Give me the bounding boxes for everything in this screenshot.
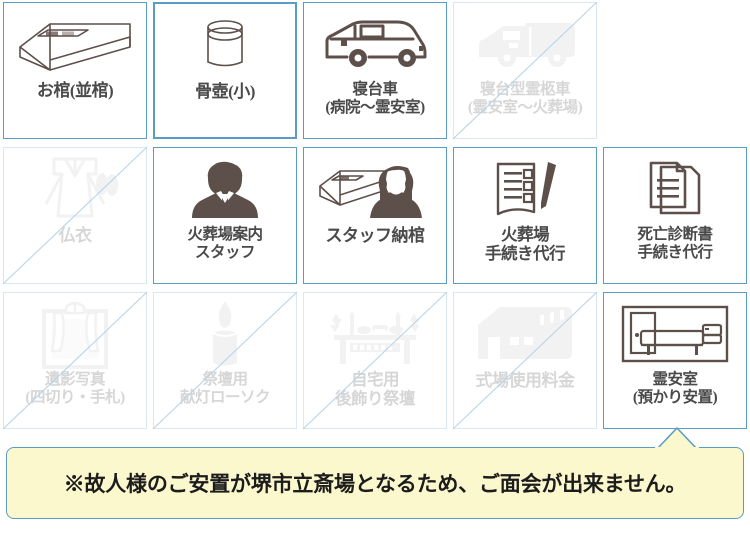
service-cell-hearse-type: 寝台型霊柩車 (霊安室〜火葬場) <box>450 0 600 141</box>
hall-icon <box>454 293 596 371</box>
service-cell-staff-encoffin[interactable]: スタッフ納棺 <box>300 145 450 286</box>
service-cell-death-certificate[interactable]: 死亡診断書 手続き代行 <box>600 145 750 286</box>
service-cell-body: 仏衣 <box>3 147 147 284</box>
service-cell-label: 仏衣 <box>58 226 93 245</box>
service-cell-label: 寝台型霊柩車 (霊安室〜火葬場) <box>467 81 583 116</box>
service-cell-body: 骨壺(小) <box>153 2 297 139</box>
candle-icon <box>154 293 296 371</box>
service-cell-body: 火葬場 手続き代行 <box>453 147 597 284</box>
service-cell-label: 祭壇用 献灯ローソク <box>179 371 271 406</box>
service-cell-label: スタッフ納棺 <box>325 226 426 245</box>
staff-man-icon <box>154 148 296 226</box>
service-grid: お棺(並棺) 骨壺(小) <box>0 0 750 431</box>
coffin-icon <box>4 3 146 81</box>
service-cell-label: 火葬場案内 スタッフ <box>187 226 263 261</box>
service-cell-portrait-photo: 遺影写真 (四切り・手札) <box>0 290 150 431</box>
note-callout-text: ※故人様のご安置が堺市立斎場となるため、ご面会が出来ません。 <box>63 472 687 496</box>
service-cell-label: 寝台車 (病院〜霊安室) <box>325 81 425 116</box>
service-cell-body: 自宅用 後飾り祭壇 <box>303 292 447 429</box>
service-cell-label: お棺(並棺) <box>36 81 114 100</box>
documents-icon <box>604 148 746 226</box>
service-cell-altar-candle: 祭壇用 献灯ローソク <box>150 290 300 431</box>
service-cell-urn-small[interactable]: 骨壺(小) <box>150 0 300 141</box>
altar-icon <box>304 293 446 371</box>
service-cell-body: 遺影写真 (四切り・手札) <box>3 292 147 429</box>
robe-icon <box>4 148 146 226</box>
service-cell-mortuary-room[interactable]: 霊安室 (預かり安置) <box>600 290 750 431</box>
service-cell-body: 式場使用料金 <box>453 292 597 429</box>
note-callout: ※故人様のご安置が堺市立斎場となるため、ご面会が出来ません。 <box>6 447 744 519</box>
service-cell-buddhist-robe: 仏衣 <box>0 145 150 286</box>
service-cell-body: 死亡診断書 手続き代行 <box>603 147 747 284</box>
service-cell-label: 霊安室 (預かり安置) <box>632 371 718 406</box>
service-cell-body: スタッフ納棺 <box>303 147 447 284</box>
service-cell-body: 霊安室 (預かり安置) <box>603 292 747 429</box>
service-cell-body: 祭壇用 献灯ローソク <box>153 292 297 429</box>
mortuary-icon <box>604 293 746 371</box>
service-cell-body: 火葬場案内 スタッフ <box>153 147 297 284</box>
service-cell-empty <box>600 0 750 141</box>
staff-woman-coffin-icon <box>304 148 446 226</box>
urn-icon <box>155 4 295 82</box>
document-pen-icon <box>454 148 596 226</box>
service-cell-label: 遺影写真 (四切り・手札) <box>25 371 125 406</box>
service-cell-body: 寝台型霊柩車 (霊安室〜火葬場) <box>453 2 597 139</box>
service-cell-home-altar: 自宅用 後飾り祭壇 <box>300 290 450 431</box>
service-cell-crematory-forms[interactable]: 火葬場 手続き代行 <box>450 145 600 286</box>
note-callout-pointer-icon <box>655 426 699 450</box>
service-cell-body: お棺(並棺) <box>3 2 147 139</box>
service-cell-coffin[interactable]: お棺(並棺) <box>0 0 150 141</box>
service-cell-hearse-van[interactable]: 寝台車 (病院〜霊安室) <box>300 0 450 141</box>
van-icon <box>304 3 446 81</box>
service-cell-label: 式場使用料金 <box>475 371 576 390</box>
service-cell-body: 寝台車 (病院〜霊安室) <box>303 2 447 139</box>
service-cell-hall-fee: 式場使用料金 <box>450 290 600 431</box>
service-cell-label: 火葬場 手続き代行 <box>485 225 566 263</box>
service-cell-label: 死亡診断書 手続き代行 <box>637 226 713 261</box>
service-cell-crematory-staff[interactable]: 火葬場案内 スタッフ <box>150 145 300 286</box>
truck-icon <box>454 3 596 81</box>
framed-photo-icon <box>4 293 146 371</box>
service-cell-label: 自宅用 後飾り祭壇 <box>335 370 416 408</box>
service-cell-label: 骨壺(小) <box>195 82 255 101</box>
